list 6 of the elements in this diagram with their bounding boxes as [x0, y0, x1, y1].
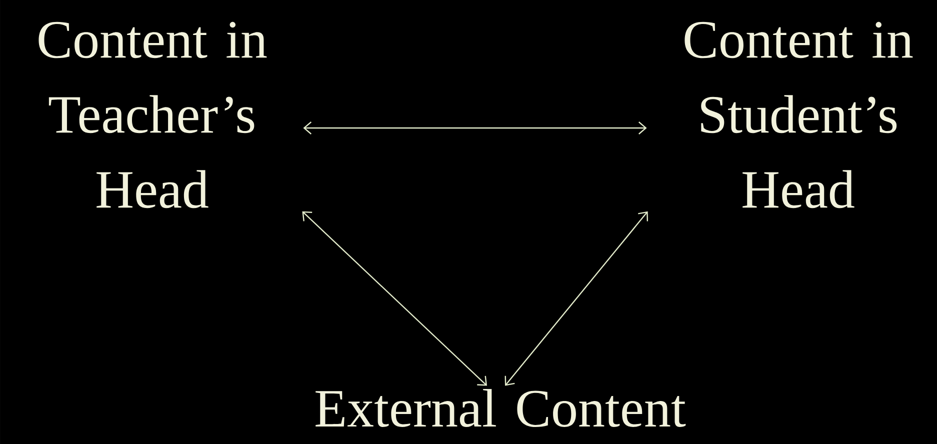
arrow [303, 122, 647, 134]
text-label: Content in Teacher’s Head [38, 22, 267, 208]
text-label: Content in Student’s Head [684, 22, 913, 208]
arrow [504, 211, 648, 386]
arrow [302, 211, 487, 386]
text-label: External Content [316, 389, 686, 427]
